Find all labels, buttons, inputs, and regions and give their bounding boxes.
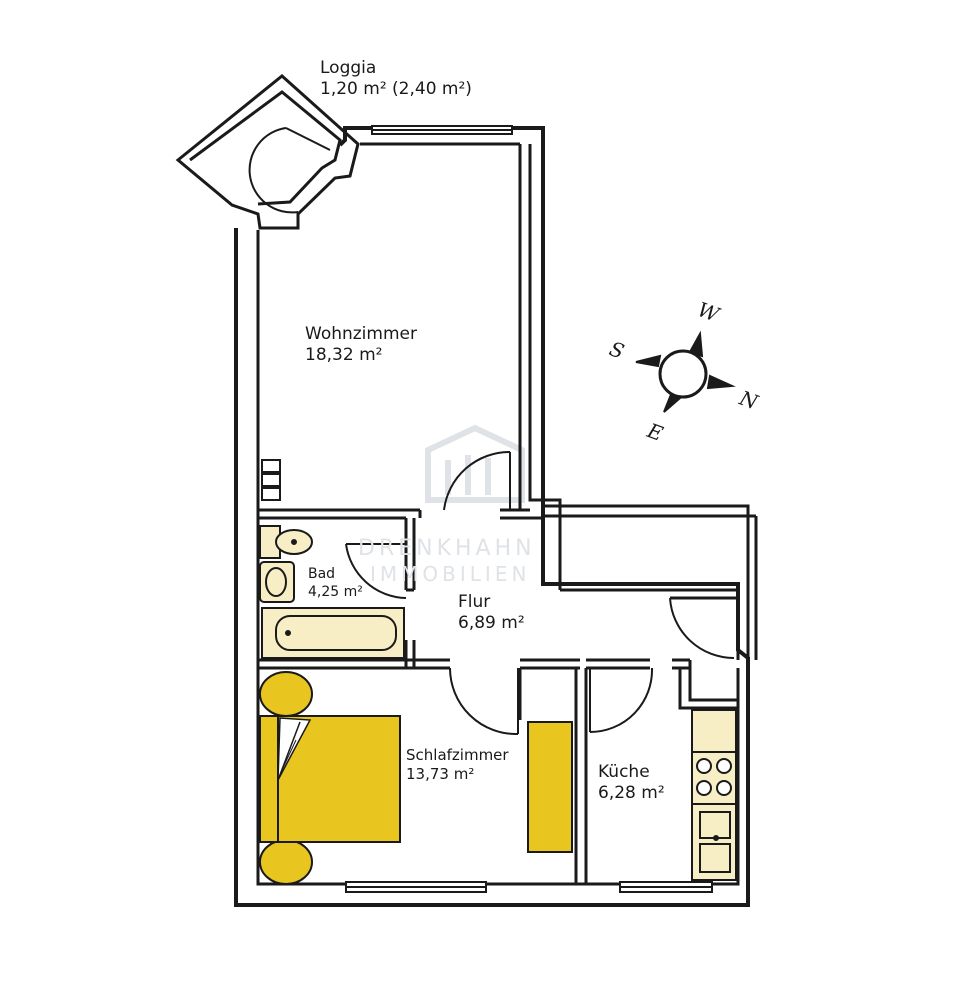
bedroom-furniture bbox=[259, 671, 573, 885]
heater-icon bbox=[261, 459, 281, 501]
room-name: Loggia bbox=[320, 58, 377, 78]
room-area: 18,32 m² bbox=[305, 345, 383, 366]
room-area: 6,28 m² bbox=[598, 783, 665, 804]
bad-label: Bad 4,25 m² bbox=[308, 566, 363, 601]
room-name: Küche bbox=[598, 762, 650, 782]
room-walls bbox=[258, 508, 750, 884]
bathroom-fixtures bbox=[259, 525, 405, 659]
room-name: Schlafzimmer bbox=[406, 746, 509, 764]
nightstand-lamp-icon bbox=[259, 671, 313, 717]
room-name: Wohnzimmer bbox=[305, 324, 417, 344]
flur-label: Flur 6,89 m² bbox=[458, 592, 525, 635]
nightstand-lamp-icon bbox=[259, 839, 313, 885]
room-name: Bad bbox=[308, 566, 336, 582]
watermark-logo bbox=[425, 424, 525, 503]
room-name: Flur bbox=[458, 592, 491, 612]
schlafzimmer-label: Schlafzimmer 13,73 m² bbox=[406, 746, 509, 784]
room-area: 6,89 m² bbox=[458, 613, 525, 634]
doors bbox=[345, 450, 735, 736]
wardrobe-icon bbox=[527, 721, 573, 853]
loggia-label: Loggia 1,20 m² (2,40 m²) bbox=[320, 58, 472, 101]
room-area: 13,73 m² bbox=[406, 764, 475, 783]
kitchen-fixtures bbox=[691, 709, 737, 881]
watermark-line1: DRENKHAHN bbox=[358, 536, 536, 561]
wohnzimmer-label: Wohnzimmer 18,32 m² bbox=[305, 324, 417, 367]
kueche-label: Küche 6,28 m² bbox=[598, 762, 665, 805]
windows bbox=[345, 125, 713, 893]
compass-icon bbox=[635, 330, 736, 413]
room-area: 4,25 m² bbox=[308, 583, 363, 600]
room-area: 1,20 m² (2,40 m²) bbox=[320, 79, 472, 100]
watermark-line2: IMMOBILIEN bbox=[370, 562, 531, 586]
stove-icon bbox=[691, 751, 737, 805]
loggia bbox=[175, 74, 360, 230]
